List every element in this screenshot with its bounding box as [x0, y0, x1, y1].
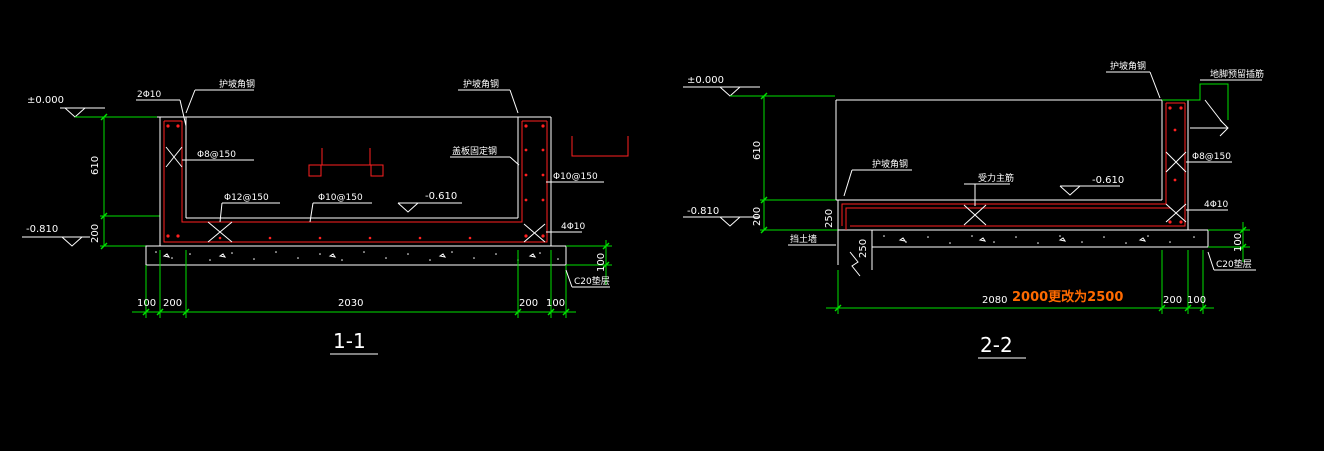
horizontal-dimension-2: 2080 200 100 2000更改为2500: [826, 250, 1214, 314]
elev-top-label-1: ±0.000: [27, 95, 64, 106]
cushion-dimension-2: 100: [1208, 222, 1250, 262]
label-corner-bars-2: 4Φ10: [1204, 200, 1229, 210]
label-top-bars: 2Φ10: [137, 90, 162, 100]
label-bottom-bar-1: Φ12@150: [224, 193, 269, 203]
elevation-marker-bottom-1: -0.810: [22, 224, 90, 247]
elev-bottom-label-1: -0.810: [26, 224, 58, 235]
vertical-dimension-2: 610 200 250: [752, 92, 838, 234]
dim-200-2: 200: [752, 207, 763, 226]
label-cover-steel: 盖板固定钢: [452, 145, 497, 157]
floor-elev-label-2: -0.610: [1092, 175, 1124, 186]
label-wall-rebar-right: 护坡角钢: [463, 78, 499, 90]
floor-elevation-1: -0.610: [397, 191, 462, 213]
retaining-wall-stub: 250: [849, 230, 873, 277]
dim-h4-1: 200: [519, 298, 538, 309]
label-outer-rebar: 地脚预留插筋: [1210, 68, 1264, 80]
cross-marks-1: [165, 146, 546, 243]
vertical-dimension-1: 610 200: [90, 113, 160, 250]
floor-elevation-2: -0.610: [1059, 175, 1124, 196]
section-title-2-2: 2-2: [978, 333, 1026, 359]
floor-elev-label-1: -0.610: [425, 191, 457, 202]
change-note: 2000更改为2500: [1012, 289, 1123, 305]
cushion-dimension-1: 100: [566, 240, 612, 285]
label-cushion-1: C20垫层: [574, 275, 610, 287]
dim-h2-2: 200: [1163, 295, 1182, 306]
horizontal-dimension-1: 100 200 2030 200 100: [132, 250, 576, 318]
dim-h1-2: 2080: [982, 295, 1007, 306]
dim-cushion-1: 100: [596, 253, 607, 272]
annotations-2: 护坡角钢 地脚预留插筋 护坡角钢 受力主筋 Φ8@150 4Φ10 挡土墙 C2…: [788, 60, 1264, 271]
dim-610-2: 610: [752, 141, 763, 160]
label-cushion-2: C20垫层: [1216, 258, 1252, 270]
elevation-marker-top-1: ±0.000: [27, 95, 160, 118]
dim-250-b: 250: [858, 239, 869, 258]
annotations-1: 2Φ10 护坡角钢 护坡角钢 Φ8@150 Φ12@150 Φ10@150 盖板…: [136, 78, 610, 288]
rebar-layout-2: [841, 102, 1186, 230]
label-main-bar: 受力主筋: [978, 172, 1014, 184]
cushion-layer-1: [145, 245, 567, 266]
elev-bottom-label-2: -0.810: [687, 206, 719, 217]
section-2-2: ±0.000 -0.810 610 200 250: [683, 60, 1264, 359]
dim-h5-1: 100: [546, 298, 565, 309]
elevation-marker-bottom-2: -0.810: [683, 206, 760, 227]
label-corner-bars-1: 4Φ10: [561, 222, 586, 232]
section-1-1: ±0.000 -0.810 610 200: [22, 78, 629, 355]
dim-h2-1: 200: [163, 298, 182, 309]
dim-250-a: 250: [824, 209, 835, 228]
label-wall-rebar-left: 护坡角钢: [219, 78, 255, 90]
dim-cushion-2: 100: [1233, 233, 1244, 252]
section-title-1-1: 1-1: [330, 329, 378, 355]
label-side-bar: Φ10@150: [553, 172, 598, 182]
label-inner-steel: 护坡角钢: [872, 158, 908, 170]
label-bottom-bar-2: Φ10@150: [318, 193, 363, 203]
elev-top-label-2: ±0.000: [687, 75, 724, 86]
section-title-2: 2-2: [980, 333, 1013, 357]
dim-h1-1: 100: [137, 298, 156, 309]
label-retaining-wall: 挡土墙: [790, 233, 817, 245]
cover-steel-symbol: [308, 148, 384, 177]
label-top-steel: 护坡角钢: [1110, 60, 1146, 72]
elevation-marker-top-2: ±0.000: [683, 75, 835, 97]
dim-h3-1: 2030: [338, 298, 363, 309]
cross-marks-2: [963, 151, 1187, 226]
label-stirrup-1: Φ8@150: [197, 150, 236, 160]
dim-610-1: 610: [90, 156, 101, 175]
label-stirrup-2: Φ8@150: [1192, 152, 1231, 162]
cover-plate-symbol: [571, 136, 629, 157]
section-title-1: 1-1: [333, 329, 366, 353]
dim-200-1: 200: [90, 224, 101, 243]
anchor-rebar-box: [1162, 83, 1229, 137]
dim-h3-2: 100: [1187, 295, 1206, 306]
